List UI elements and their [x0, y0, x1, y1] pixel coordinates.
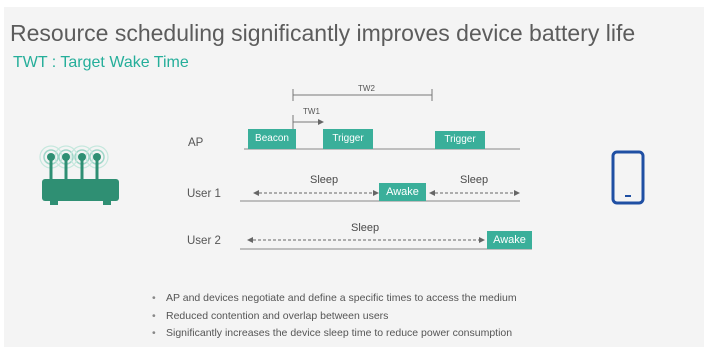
tw2-dimension	[292, 89, 433, 101]
bullet-item: •AP and devices negotiate and define a s…	[152, 292, 517, 304]
tw2-label: TW2	[358, 84, 375, 93]
tw1-label: TW1	[303, 107, 320, 116]
trigger-label-2: Trigger	[444, 134, 476, 145]
smartphone-icon	[611, 150, 645, 205]
user2-sleep-label: Sleep	[351, 222, 380, 234]
bullet-item: •Reduced contention and overlap between …	[152, 309, 389, 322]
user1-sleep-label-1: Sleep	[310, 174, 339, 186]
slide-title: Resource scheduling significantly improv…	[10, 20, 636, 46]
trigger-slot-2	[435, 131, 485, 149]
trigger-label-1: Trigger	[332, 133, 364, 144]
beacon-label: Beacon	[255, 133, 289, 144]
slide: Resource scheduling significantly improv…	[4, 7, 704, 347]
slide-subtitle: TWT : Target Wake Time	[13, 54, 189, 71]
row-label-user1: User 1	[187, 188, 221, 200]
user2-awake-label: Awake	[493, 234, 526, 246]
user1-sleep-label-2: Sleep	[460, 174, 489, 186]
wifi-router-icon	[39, 145, 119, 205]
twt-timeline-diagram	[39, 89, 645, 250]
beacon-slot	[248, 129, 296, 149]
row-label-ap: AP	[188, 137, 204, 149]
bullet-list: •AP and devices negotiate and define a s…	[152, 292, 517, 345]
bullet-item: •Significantly increases the device slee…	[152, 327, 513, 339]
row-label-user2: User 2	[187, 235, 221, 247]
user1-awake-label: Awake	[386, 186, 419, 198]
tw1-arrow	[292, 115, 324, 129]
trigger-slot-1	[323, 129, 373, 149]
user1-awake-slot	[379, 183, 426, 201]
user2-awake-slot	[487, 231, 532, 249]
